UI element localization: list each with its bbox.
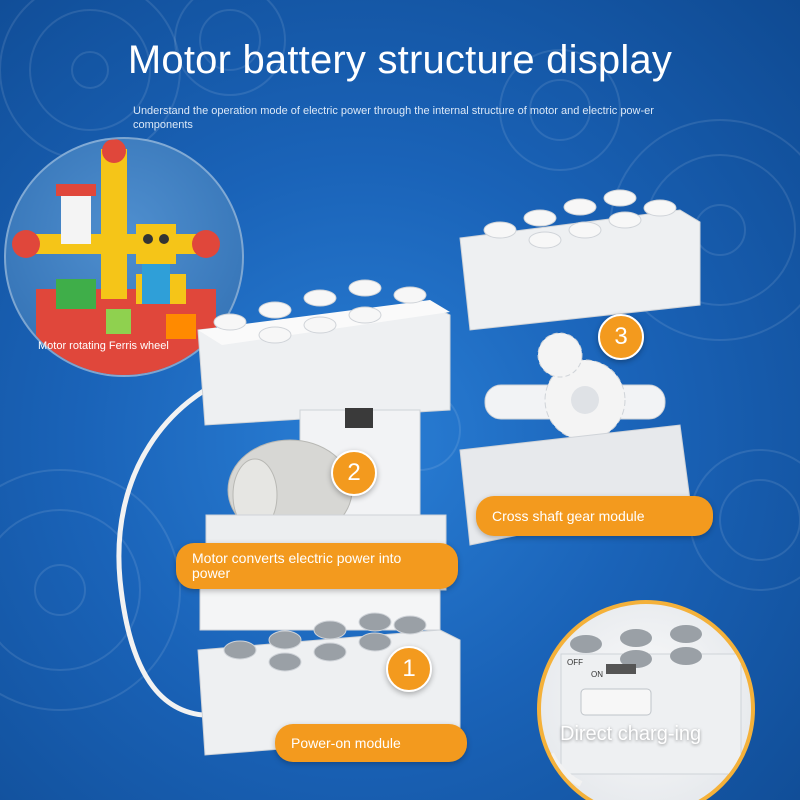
gear-module-callout: Cross shaft gear module <box>476 496 713 536</box>
page-subtitle: Understand the operation mode of electri… <box>133 105 654 131</box>
direct-charging-label: Direct charg-ing <box>560 723 702 745</box>
power-callout: Power-on module <box>275 724 467 762</box>
ferris-wheel-caption: Motor rotating Ferris wheel <box>38 340 169 352</box>
direct-charging-inset: OFF ON <box>537 600 755 800</box>
switch-off-label: OFF <box>567 658 583 667</box>
step-3-badge: 3 <box>598 314 644 360</box>
step-2-badge: 2 <box>331 450 377 496</box>
charging-port-illustration <box>548 625 742 787</box>
motor-callout: Motor converts electric power into power <box>176 543 458 589</box>
motor-label: Motor converts electric power into power <box>192 550 402 581</box>
page-title: Motor battery structure display <box>127 38 673 82</box>
step-1-badge: 1 <box>386 646 432 692</box>
switch-on-label: ON <box>591 670 603 679</box>
ferris-wheel-inset <box>4 137 244 377</box>
power-label: Power-on module <box>291 734 401 751</box>
gear-module-label: Cross shaft gear module <box>492 507 645 524</box>
ferris-wheel-illustration <box>12 139 220 375</box>
